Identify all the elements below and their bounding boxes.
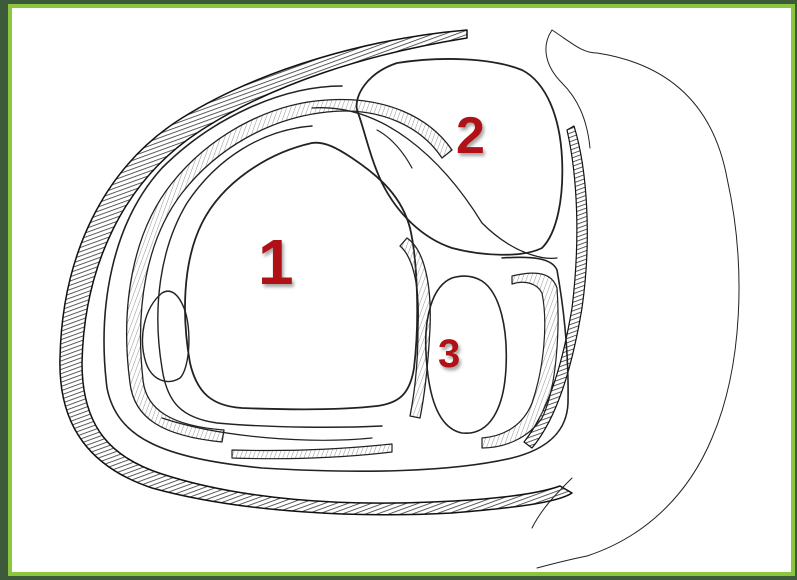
- label-three: 3: [438, 334, 460, 374]
- small-left-structure: [143, 291, 189, 381]
- label-one: 1: [258, 230, 294, 294]
- adjacent-structure-outline: [537, 30, 739, 568]
- cross-section-drawing: [12, 8, 791, 572]
- figure-frame: 1 2 3: [8, 4, 795, 576]
- label-two: 2: [456, 110, 485, 162]
